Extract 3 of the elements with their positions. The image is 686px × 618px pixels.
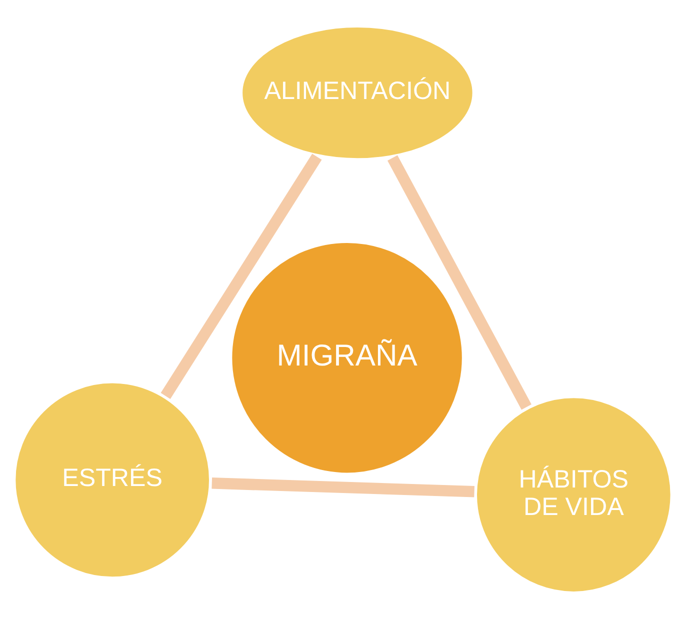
connector xyxy=(387,154,532,410)
connector xyxy=(160,153,322,398)
connector xyxy=(212,477,474,497)
